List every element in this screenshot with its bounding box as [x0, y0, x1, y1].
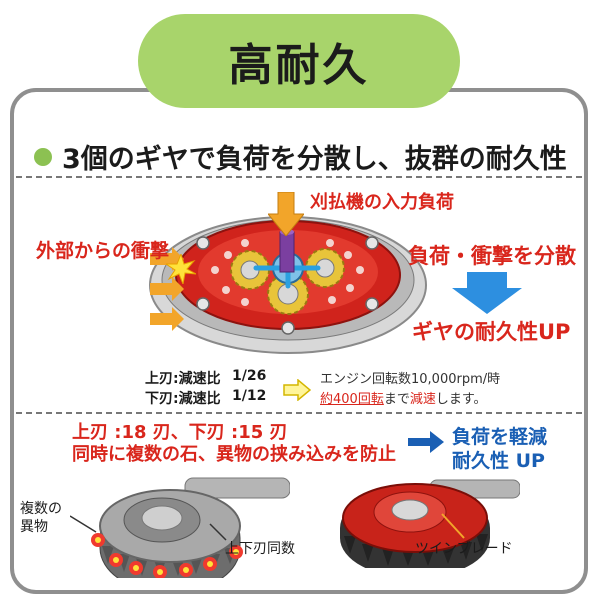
prevent-label: 同時に複数の石、異物の挟み込みを防止 — [72, 444, 396, 465]
red-gear-head — [340, 479, 520, 568]
grey-gear-head — [91, 477, 290, 578]
pointer-line-right — [441, 513, 465, 539]
blade-count-label: 上刃 :18 刃、下刃 :15 刃 — [72, 422, 288, 443]
blue-right-arrow-icon — [408, 431, 444, 453]
twin-blade-label: ツインブレード — [415, 541, 513, 557]
pointer-line-left — [70, 515, 97, 533]
upper-ratio-value: 1/26 — [232, 368, 267, 384]
title-badge: 高耐久 — [138, 14, 460, 108]
engine-note-line2: 約400回転まで減速します。 — [320, 388, 487, 407]
down-arrow-icon — [268, 192, 304, 236]
upper-ratio-label: 上刃:減速比 — [145, 371, 221, 387]
headline-text: 3個のギヤで負荷を分散し、抜群の耐久性 — [62, 144, 567, 175]
durability-up-label: ギヤの耐久性UP — [412, 320, 571, 344]
engine-note-made: まで — [383, 392, 410, 407]
durability-label: 耐久性 UP — [452, 450, 545, 472]
headline: 3個のギヤで負荷を分散し、抜群の耐久性 — [34, 137, 567, 176]
impact-burst-icon — [166, 254, 196, 284]
bullet-dot-icon — [34, 147, 52, 166]
engine-note-shimasu: します。 — [435, 392, 487, 407]
distribute-label: 負荷・衝撃を分散 — [408, 244, 576, 268]
blue-down-arrow-icon — [452, 272, 522, 314]
yellow-right-arrow-icon — [283, 379, 311, 401]
input-load-label: 刈払機の入力負荷 — [310, 192, 454, 213]
lower-ratio-value: 1/12 — [232, 388, 267, 404]
right-arrow-icon — [150, 247, 184, 331]
pointer-line-mid — [209, 523, 227, 541]
engine-note-line1: エンジン回転数10,000rpm/時 — [320, 372, 501, 387]
multiple-foreign-label: 複数の 異物 — [20, 501, 62, 535]
page-title: 高耐久 — [228, 40, 370, 91]
divider-bottom — [16, 412, 582, 414]
same-count-label: 上下刃同数 — [225, 541, 295, 557]
gear-icon — [230, 248, 345, 315]
divider-top — [16, 176, 582, 178]
external-impact-label: 外部からの衝撃 — [36, 240, 170, 262]
engine-note-400: 約400回転 — [320, 392, 384, 407]
reduce-load-label: 負荷を軽減 — [452, 426, 548, 448]
engine-note-gensoku: 減速 — [409, 392, 436, 407]
lower-ratio-label: 下刃:減速比 — [145, 391, 221, 407]
